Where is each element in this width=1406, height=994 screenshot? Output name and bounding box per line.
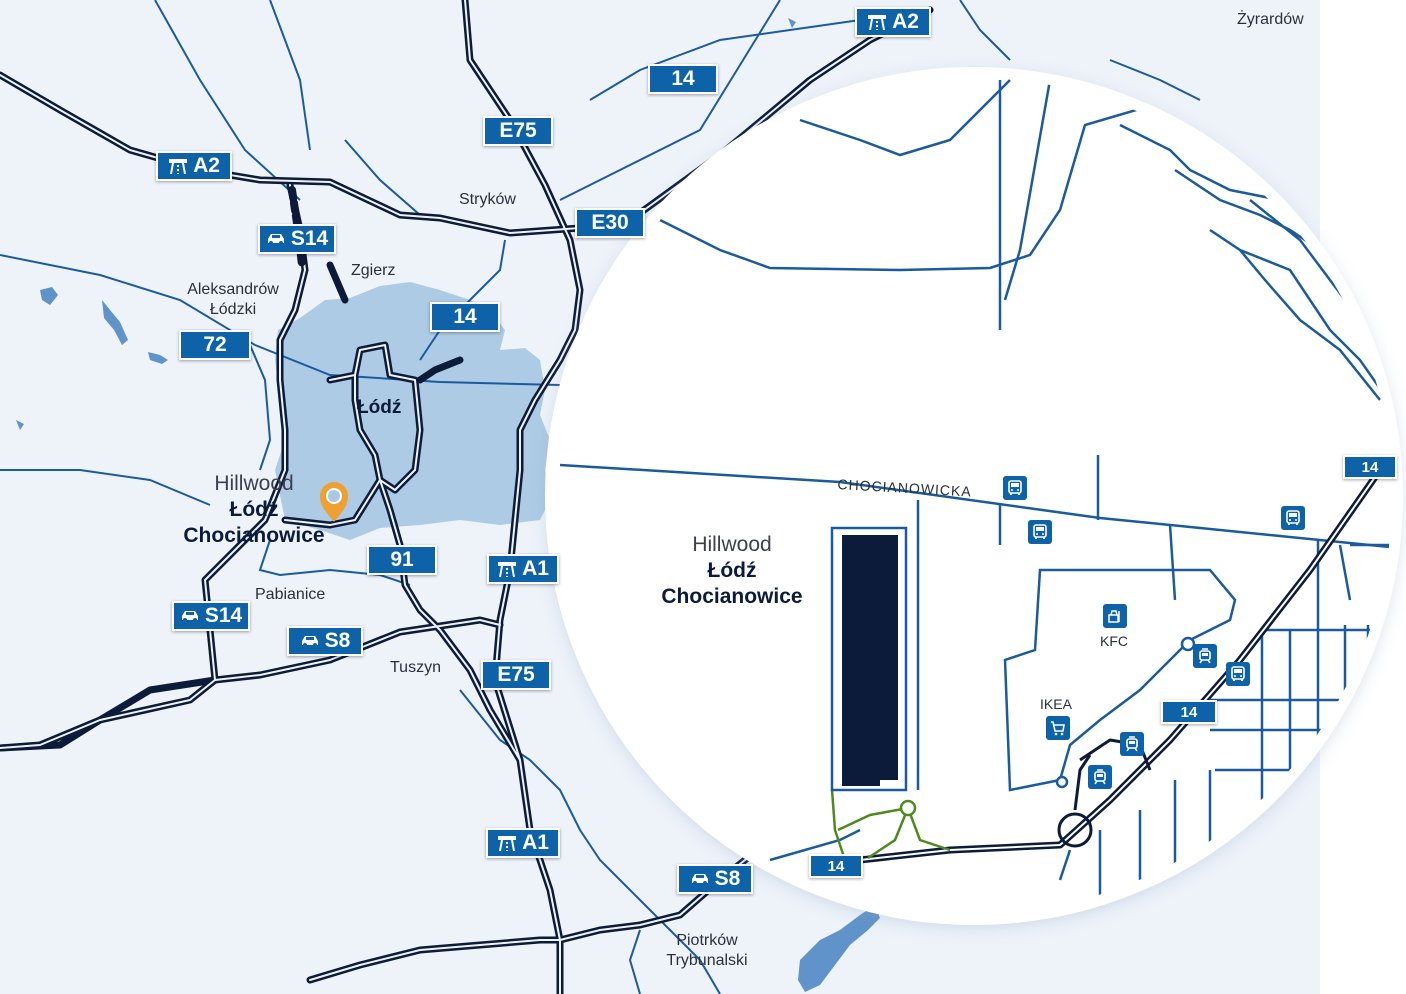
road-shield-a2-top: A2 — [855, 7, 931, 37]
road-number: 14 — [453, 305, 477, 328]
road-number: 72 — [203, 333, 227, 356]
town-label-line: Łódzki — [209, 301, 257, 318]
site-name-line3: Chocianowice — [183, 524, 325, 547]
town-label-piotrkow: Piotrków Trybunalski — [652, 931, 762, 971]
road-shield-14-right: 14 — [1343, 455, 1397, 479]
fastfood-icon — [1103, 604, 1127, 628]
road-shield-14-mid: 14 — [430, 302, 500, 332]
city-label-lodz: Łódź — [357, 397, 402, 418]
road-shield-e75-top: E75 — [483, 116, 553, 146]
road-number: A2 — [193, 154, 220, 177]
road-number: S8 — [324, 629, 351, 652]
town-label-line: Aleksandrów — [187, 281, 279, 298]
road-shield-a2-left: A2 — [156, 151, 232, 181]
road-number: E75 — [499, 119, 537, 142]
poi-label-kfc: KFC — [1100, 633, 1128, 649]
road-shield-14-inset: 14 — [1161, 700, 1217, 724]
road-number: 14 — [827, 857, 845, 875]
motorway-icon — [168, 157, 188, 175]
road-shield-s8-left: S8 — [287, 626, 363, 656]
water-body — [148, 352, 168, 364]
motorway-icon — [497, 560, 517, 578]
road-shield-14-inset-bottom: 14 — [809, 854, 863, 878]
site-label-main-map: Hillwood Łódź Chocianowice — [166, 471, 342, 549]
road-shield-s8-bottom: S8 — [677, 864, 753, 894]
site-name-line2: Łódź — [229, 498, 279, 521]
poi-label-ikea: IKEA — [1040, 696, 1072, 712]
bus-icon — [1028, 520, 1052, 544]
car-icon — [266, 232, 286, 246]
town-label-strykow: Stryków — [459, 191, 516, 208]
road-shield-s14-top: S14 — [258, 224, 336, 254]
warehouse-building — [842, 535, 898, 786]
road-shield-e30: E30 — [575, 208, 645, 238]
road-shield-14-top: 14 — [648, 64, 718, 94]
site-name-line1: Hillwood — [214, 472, 294, 495]
road-number: S8 — [714, 867, 741, 890]
road-number: E75 — [497, 663, 535, 686]
water-body — [798, 905, 880, 992]
town-label-aleksandrow: Aleksandrów Łódzki — [178, 280, 288, 320]
car-icon — [300, 634, 320, 648]
road-shield-a1-bottom: A1 — [486, 828, 560, 858]
road-number: S14 — [204, 604, 243, 627]
bus-icon — [1003, 476, 1027, 500]
town-label-line: Trybunalski — [666, 952, 748, 969]
tram-icon — [1120, 732, 1144, 756]
site-name-line1: Hillwood — [692, 533, 772, 556]
road-shield-a1-mid: A1 — [487, 554, 559, 584]
road-shield-e75-bottom: E75 — [481, 660, 551, 690]
road-number: A2 — [892, 10, 919, 33]
town-label-tuszyn: Tuszyn — [390, 659, 441, 676]
road-number: 14 — [1180, 703, 1198, 721]
shopping-cart-icon — [1046, 716, 1070, 740]
motorway-icon — [867, 13, 887, 31]
road-number: 14 — [671, 67, 695, 90]
tram-icon — [1193, 644, 1217, 668]
car-icon — [180, 609, 200, 623]
town-label-pabianice: Pabianice — [255, 586, 326, 603]
water-body — [16, 420, 24, 430]
road-number: 14 — [1361, 458, 1379, 476]
tram-icon — [1088, 765, 1112, 789]
bus-icon — [1281, 506, 1305, 530]
water-body — [788, 18, 796, 28]
road-number: E30 — [591, 211, 629, 234]
water-body — [40, 287, 58, 305]
site-name-line3: Chocianowice — [661, 585, 803, 608]
water-body — [102, 300, 128, 345]
site-plot — [830, 526, 908, 792]
road-number: A1 — [522, 831, 549, 854]
lodz-urban-area — [275, 282, 550, 540]
road-shield-72: 72 — [179, 330, 251, 360]
town-label-line: Piotrków — [676, 932, 738, 949]
road-number: 91 — [390, 548, 414, 571]
car-icon — [690, 872, 710, 886]
road-number: S14 — [290, 227, 329, 250]
town-label-zgierz: Zgierz — [351, 262, 396, 279]
bus-icon — [1226, 662, 1250, 686]
town-label-zyrardow: Żyrardów — [1237, 11, 1304, 28]
motorway-icon — [497, 834, 517, 852]
road-number: A1 — [522, 557, 549, 580]
road-shield-s14-bottom: S14 — [172, 601, 250, 631]
site-name-line2: Łódź — [707, 559, 757, 582]
road-shield-91: 91 — [367, 545, 437, 575]
site-label-inset: Hillwood Łódź Chocianowice — [646, 532, 818, 610]
location-pin-icon — [320, 482, 348, 522]
